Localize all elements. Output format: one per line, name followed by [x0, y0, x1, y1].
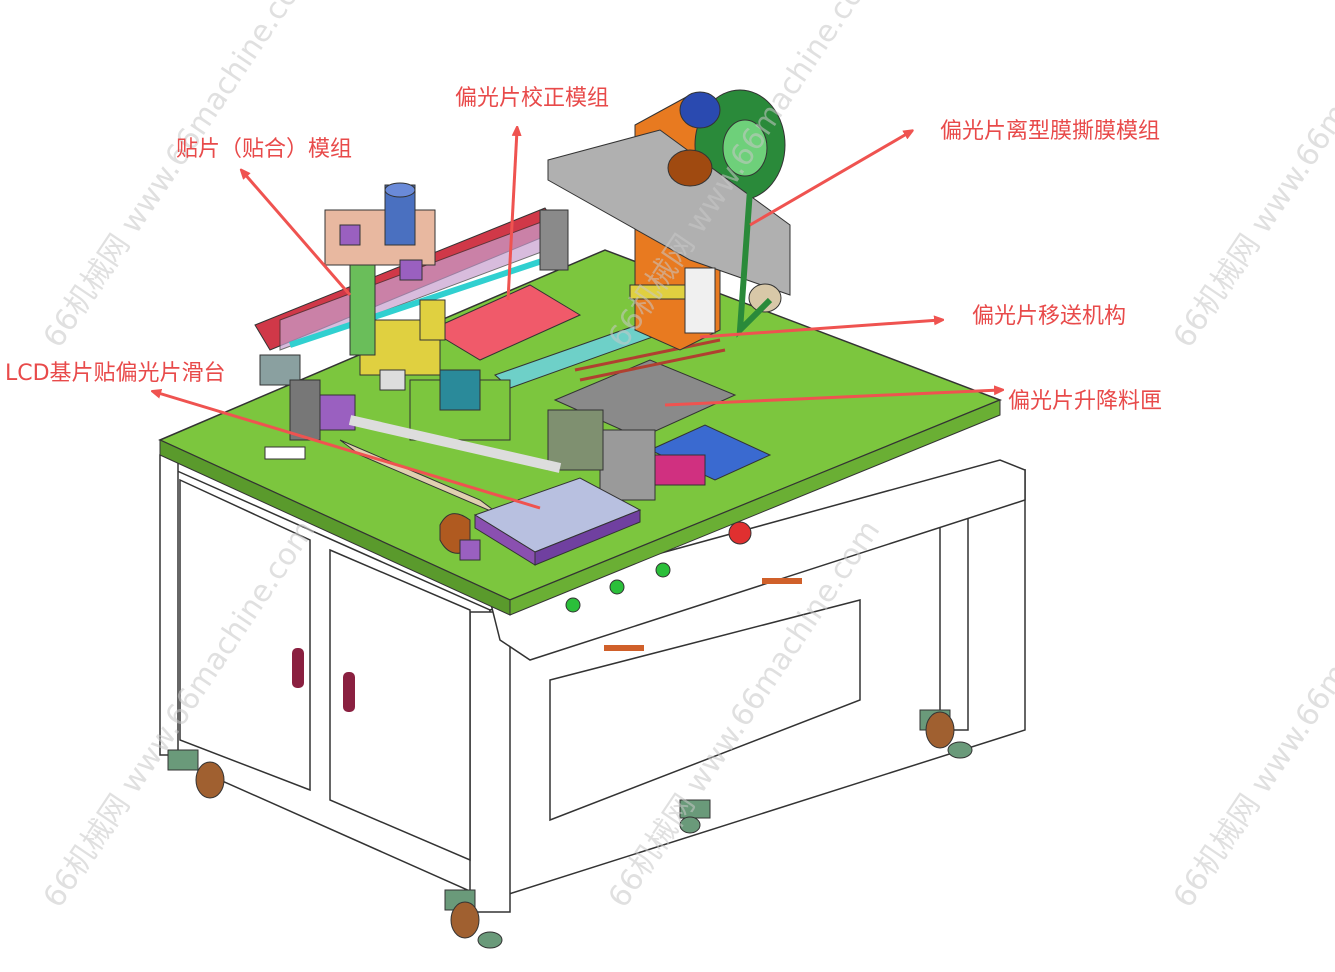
- arrow-release-film-module: [749, 132, 910, 227]
- attach-module: [259, 182, 511, 441]
- door-handles: [292, 578, 802, 712]
- annotation-arrows: [155, 130, 1000, 510]
- label-correction-module: 偏光片校正模组: [455, 86, 610, 111]
- control-buttons: [565, 521, 752, 613]
- arrow-transfer-mechanism: [699, 320, 940, 339]
- arrow-lift-magazine: [664, 390, 1000, 407]
- casters: [167, 709, 973, 949]
- arrow-correction-module: [506, 130, 517, 301]
- label-attach-module: 贴片（贴合）模组: [176, 137, 353, 162]
- label-transfer-mechanism: 偏光片移送机构: [972, 304, 1127, 329]
- arrow-lcd-slide: [155, 392, 541, 510]
- release-film-module: [547, 89, 791, 351]
- arrow-attach-module: [243, 172, 352, 296]
- label-lift-magazine: 偏光片升降料匣: [1008, 389, 1163, 414]
- cabinet-frame: [159, 454, 1026, 913]
- label-release-film-module: 偏光片离型膜撕膜模组: [940, 119, 1161, 144]
- label-lcd-slide: LCD基片贴偏光片滑台: [5, 361, 226, 386]
